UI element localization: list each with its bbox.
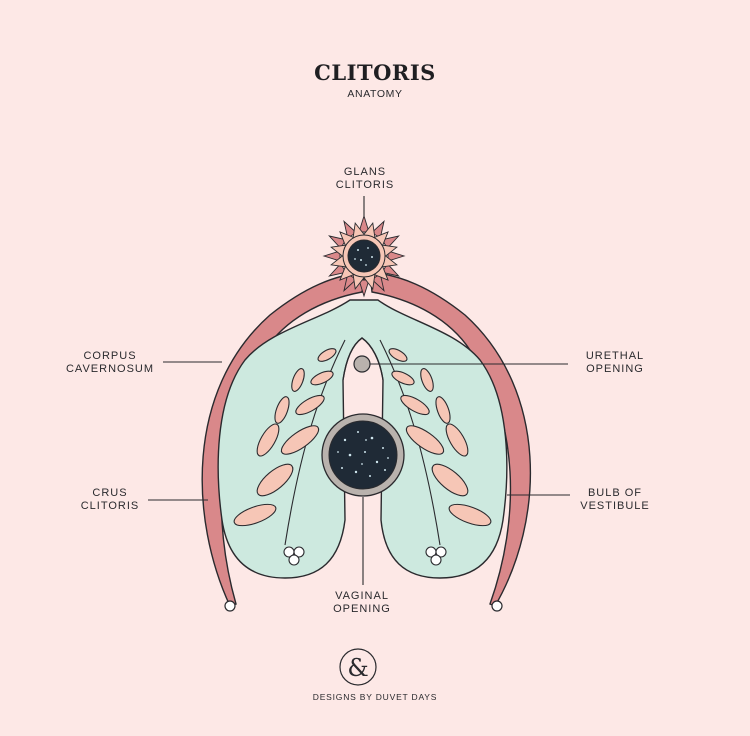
glans-flower xyxy=(322,214,406,298)
crus-tip-left xyxy=(224,600,236,612)
vaginal-opening xyxy=(321,413,405,497)
label-vaginal-opening: VAGINAL OPENING xyxy=(333,590,391,615)
urethral-opening xyxy=(353,355,371,373)
brand-credit: DESIGNS BY DUVET DAYS xyxy=(312,692,438,702)
berries-right xyxy=(425,546,447,566)
label-crus-clitoris: CRUS CLITORIS xyxy=(80,487,140,512)
berries-left xyxy=(283,546,305,566)
label-urethral-opening: URETHAL OPENING xyxy=(585,350,645,375)
brand-logo-circle xyxy=(339,648,377,686)
leaf-vine-right xyxy=(379,339,492,546)
label-glans: GLANS CLITORIS xyxy=(335,166,395,191)
label-bulb-of-vestibule: BULB OF VESTIBULE xyxy=(580,487,650,512)
label-corpus-cavernosum: CORPUS CAVERNOSUM xyxy=(65,350,155,375)
leader-lines xyxy=(148,196,570,585)
brand-logo-symbol: & xyxy=(347,654,368,682)
crus-tip-right xyxy=(491,600,503,612)
page-title: CLITORIS xyxy=(314,60,436,85)
page-subtitle: ANATOMY xyxy=(347,88,403,100)
leaf-vine-left xyxy=(233,339,346,546)
